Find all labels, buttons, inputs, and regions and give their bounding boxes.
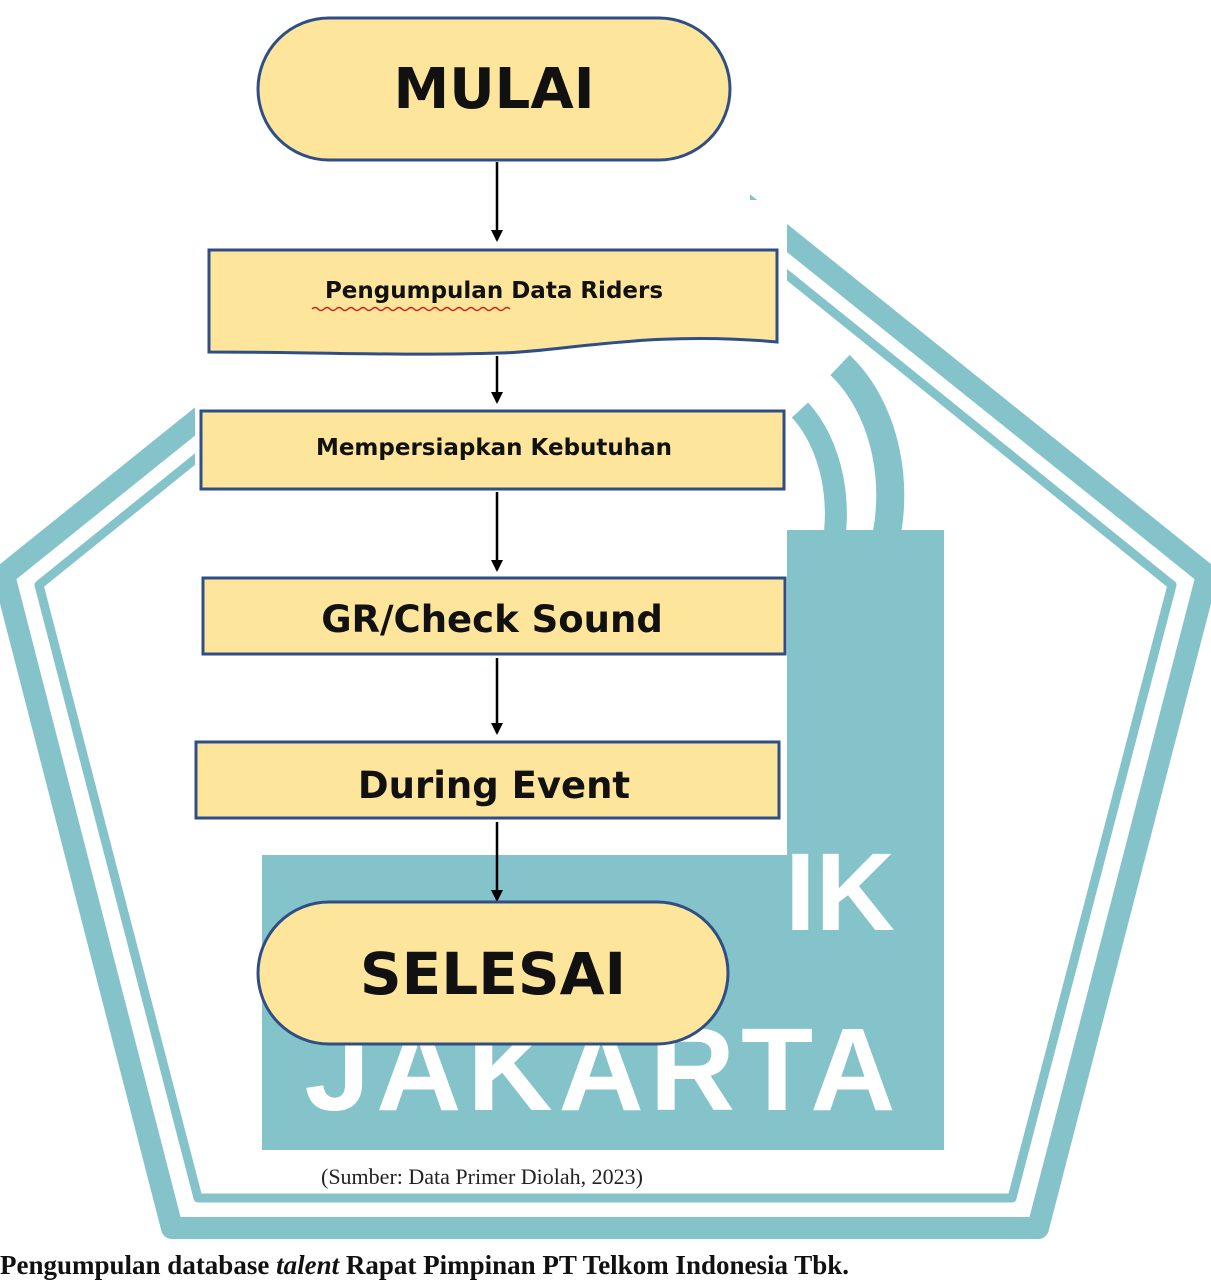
- watermark-pentagon-outer: [0, 81, 1211, 1239]
- watermark-fragment: IK: [785, 831, 895, 954]
- spellcheck-underline: [311, 306, 511, 312]
- figure-caption: Pengumpulan database talent Rapat Pimpin…: [0, 1250, 849, 1280]
- step-4-label: During Event: [358, 764, 630, 807]
- step-1-label: Pengumpulan Data Riders: [325, 278, 663, 304]
- caption-italic-talent: talent: [276, 1250, 341, 1280]
- watermark-pentagon-inner: [34, 123, 1177, 1203]
- step-during-event: During Event: [194, 740, 781, 820]
- step-gr-check-sound: GR/Check Sound: [201, 576, 787, 656]
- step-3-label: GR/Check Sound: [321, 598, 663, 641]
- caption-part1: Pengumpulan database: [0, 1250, 276, 1280]
- flowchart: MULAI Pengumpulan Data Riders Mempersiap…: [194, 16, 787, 1046]
- end-label: SELESAI: [360, 940, 626, 1008]
- start-label: MULAI: [393, 57, 594, 122]
- step-document-data-riders: Pengumpulan Data Riders: [207, 248, 779, 356]
- source-note: (Sumber: Data Primer Diolah, 2023): [321, 1164, 643, 1189]
- step-2-label: Mempersiapkan Kebutuhan: [316, 435, 672, 461]
- caption-part2: Rapat Pimpinan PT Telkom Indonesia Tbk.: [339, 1250, 849, 1280]
- step-mempersiapkan-kebutuhan: Mempersiapkan Kebutuhan: [199, 409, 786, 491]
- end-terminator: SELESAI: [256, 900, 730, 1046]
- start-terminator: MULAI: [256, 16, 732, 162]
